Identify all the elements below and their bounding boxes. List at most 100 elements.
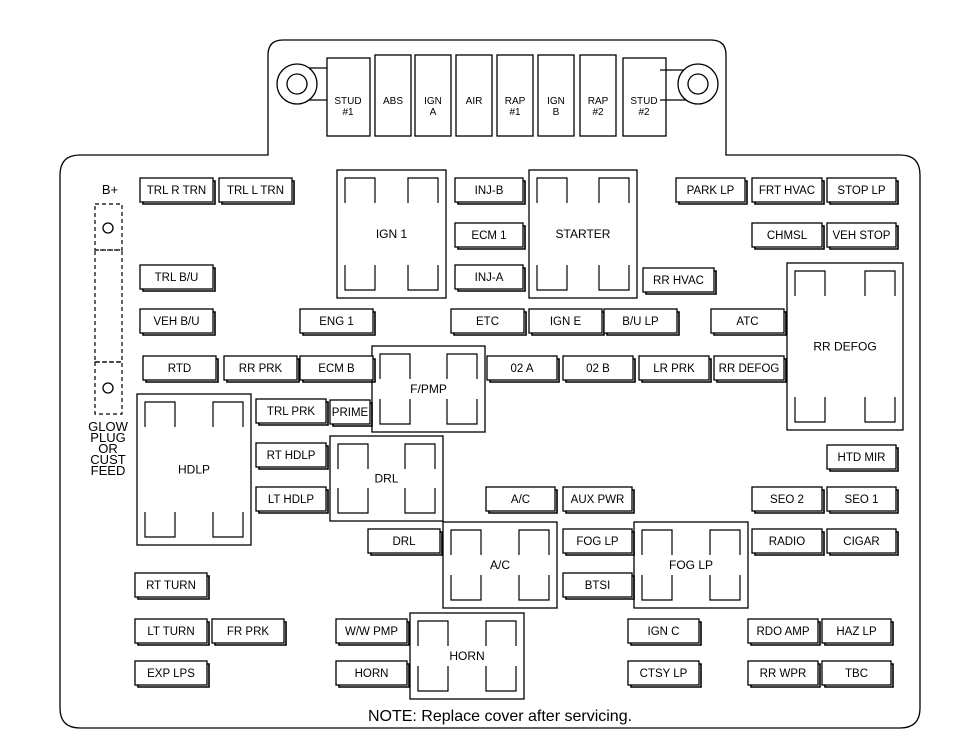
fuse-label: SEO 1 — [845, 494, 879, 506]
fuse-rtd: RTD — [142, 355, 219, 383]
fuse-inj-a: INJ-A — [454, 264, 526, 292]
b-plus-label: B+ — [102, 182, 118, 197]
fuse-chmsl: CHMSL — [751, 222, 825, 250]
fuse-stop-lp: STOP LP — [826, 177, 899, 205]
fuse-label: ETC — [476, 316, 499, 328]
fuse-aux-pwr: AUX PWR — [562, 486, 635, 514]
relay-terminal-icon — [794, 270, 826, 296]
fuse-rr-wpr: RR WPR — [747, 660, 821, 688]
fuse-trl-prk: TRL PRK — [255, 398, 329, 426]
fuse-label: LT HDLP — [268, 494, 315, 506]
relay-label: STARTER — [556, 227, 611, 241]
relay-hdlp: HDLP — [136, 393, 252, 546]
fuse-label: RDO AMP — [756, 626, 809, 638]
stud-2: STUD#2 — [622, 57, 719, 137]
fuse-veh-bu: VEH B/U — [139, 308, 216, 336]
stud-2-label: STUD#2 — [630, 96, 657, 118]
fuse-label: HORN — [355, 668, 389, 680]
relay-terminal-icon — [379, 353, 411, 379]
relay-terminal-icon — [598, 265, 630, 291]
fuse-label: AUX PWR — [571, 494, 625, 506]
fuse-lt-turn: LT TURN — [134, 618, 210, 646]
fuse-label: EXP LPS — [147, 668, 195, 680]
fuse-label: FR PRK — [227, 626, 270, 638]
relay-terminal-icon — [641, 529, 673, 555]
relay-terminal-icon — [450, 529, 482, 555]
relay-terminal-icon — [794, 397, 826, 423]
relay-terminal-icon — [485, 620, 517, 646]
fuse-label: STOP LP — [837, 185, 885, 197]
relay-terminal-icon — [518, 575, 550, 601]
fuse-exp-lps: EXP LPS — [134, 660, 210, 688]
relay-terminal-icon — [864, 270, 896, 296]
relay-label: IGN 1 — [376, 227, 408, 241]
fuse-veh-stop: VEH STOP — [826, 222, 899, 250]
maxi-fuse-rap-1: RAP#1 — [496, 54, 534, 137]
relay-terminal-icon — [344, 265, 376, 291]
fuse-label: FOG LP — [576, 536, 619, 548]
relay-terminal-icon — [450, 575, 482, 601]
fuse-label: RR HVAC — [653, 275, 704, 287]
fuse-label: RR DEFOG — [719, 363, 780, 375]
maxi-fuse-abs: ABS — [374, 54, 412, 137]
fuse-atc: ATC — [710, 308, 787, 336]
fuse-label: SEO 2 — [770, 494, 804, 506]
relay-label: A/C — [490, 558, 510, 572]
fuse-trl-r-trn: TRL R TRN — [139, 177, 216, 205]
fuse-label: TBC — [845, 668, 868, 680]
relay-terminal-icon — [144, 512, 176, 538]
fuse-haz-lp: HAZ LP — [821, 618, 894, 646]
fuse-label: RR PRK — [239, 363, 283, 375]
relay-rr-defog: RR DEFOG — [786, 262, 904, 431]
fuse-label: PRIME — [332, 407, 369, 419]
fuse-fr-prk: FR PRK — [211, 618, 287, 646]
fuse-label: CTSY LP — [640, 668, 688, 680]
fuse-label: HAZ LP — [836, 626, 877, 638]
fuse-label: IGN E — [550, 316, 582, 328]
terminal-top-icon — [102, 222, 114, 234]
fuse-label: HTD MIR — [838, 452, 886, 464]
fuse-label: TRL R TRN — [147, 185, 206, 197]
fuse-tbc: TBC — [821, 660, 894, 688]
relay-terminal-icon — [518, 529, 550, 555]
relay-label: HORN — [449, 649, 484, 663]
relay-terminal-icon — [417, 666, 449, 692]
fuse-label: TRL L TRN — [227, 185, 284, 197]
fuse-label: PARK LP — [687, 185, 735, 197]
stud-1: STUD#1 — [276, 57, 371, 137]
fuse-ign-c: IGN C — [627, 618, 702, 646]
terminal-bottom-icon — [102, 382, 114, 394]
fuse-rr-prk: RR PRK — [223, 355, 300, 383]
relay-terminal-icon — [485, 666, 517, 692]
maxi-fuse-label: ABS — [383, 96, 403, 107]
relay-terminal-icon — [212, 401, 244, 427]
fuse-label: BTSI — [585, 580, 611, 592]
fuse-label: INJ-A — [475, 272, 504, 284]
fuse-lr-prk: LR PRK — [638, 355, 712, 383]
stud-2-ring-icon — [677, 63, 719, 105]
fuse-label: IGN C — [648, 626, 680, 638]
fuse-label: 02 A — [510, 363, 533, 375]
fuse-label: ENG 1 — [319, 316, 354, 328]
fuse-horn-fuse: HORN — [335, 660, 410, 688]
fuse-label: CIGAR — [843, 536, 879, 548]
fuse-rr-defog-fuse: RR DEFOG — [713, 355, 787, 383]
relay-starter: STARTER — [528, 169, 638, 299]
fuse-cigar: CIGAR — [826, 528, 899, 556]
fuse-label: TRL B/U — [155, 272, 199, 284]
fuse-o2-b: 02 B — [562, 355, 636, 383]
relay-terminal-icon — [212, 512, 244, 538]
relay-horn: HORN — [409, 612, 525, 700]
relay-terminal-icon — [446, 353, 478, 379]
fuse-trl-bu: TRL B/U — [139, 264, 216, 292]
fuse-label: VEH B/U — [153, 316, 199, 328]
fuse-label: LT TURN — [147, 626, 194, 638]
maxi-fuse-label: AIR — [466, 96, 483, 107]
relay-terminal-icon — [536, 265, 568, 291]
fuse-ac-fuse: A/C — [485, 486, 558, 514]
fuse-label: VEH STOP — [833, 230, 891, 242]
fuse-etc: ETC — [450, 308, 527, 336]
